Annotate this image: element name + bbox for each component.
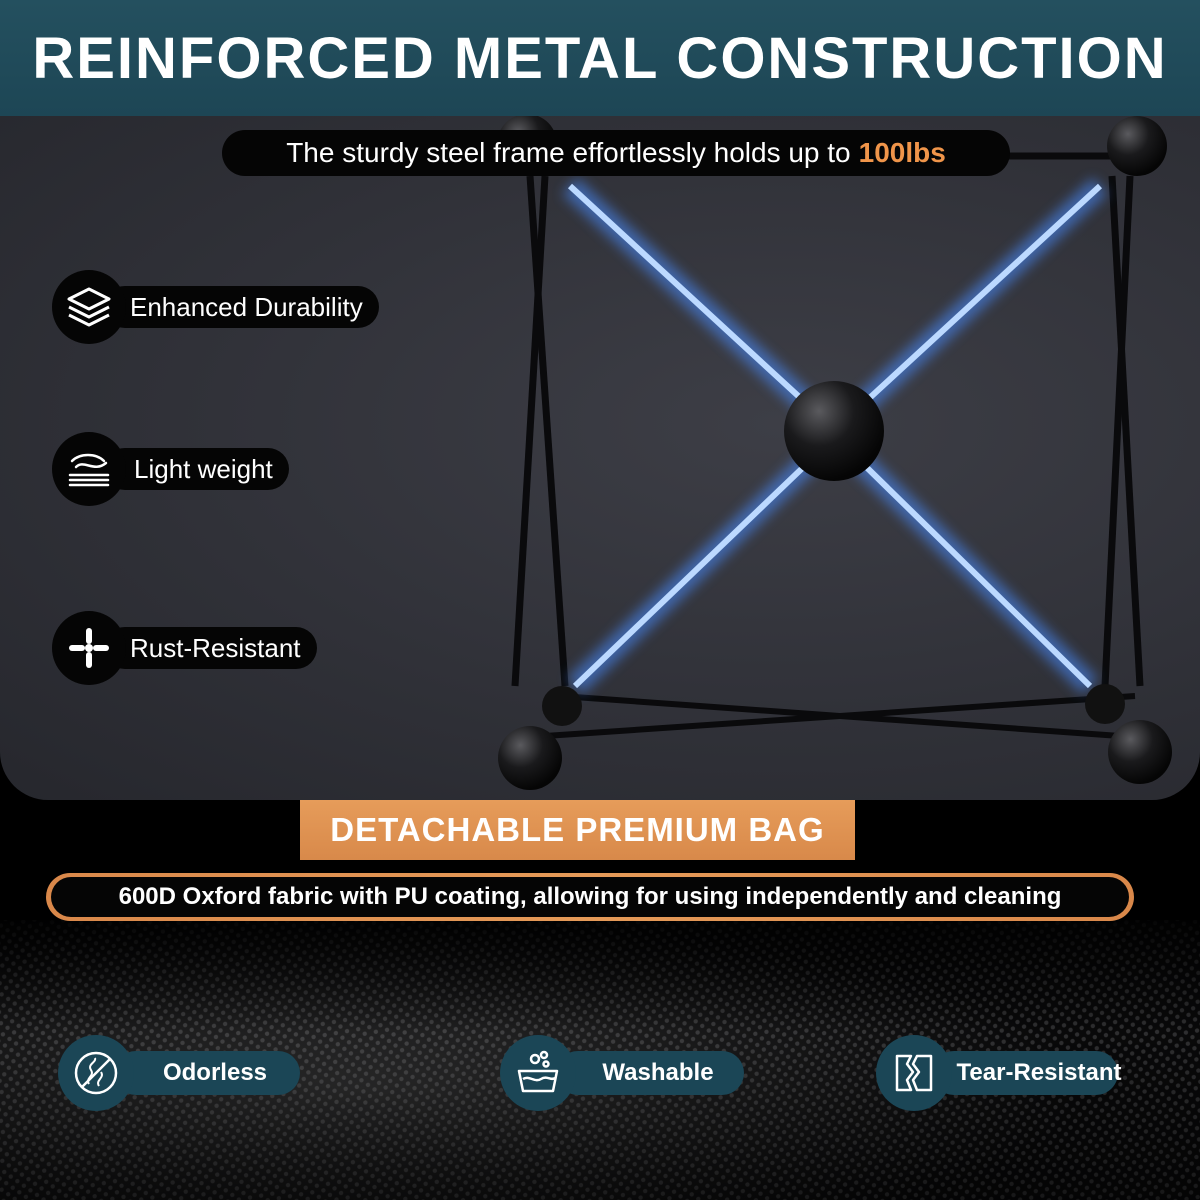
cross-joint-icon <box>52 611 126 685</box>
feature-label: Enhanced Durability <box>104 286 379 328</box>
torn-fabric-icon <box>876 1035 952 1111</box>
bag-feature-label: Tear-Resistant <box>932 1051 1121 1095</box>
page-title: REINFORCED METAL CONSTRUCTION <box>32 25 1168 91</box>
bag-feature-tear-resistant: Tear-Resistant <box>876 1035 1121 1111</box>
feature-enhanced-durability: Enhanced Durability <box>52 270 382 344</box>
bag-description-banner: 600D Oxford fabric with PU coating, allo… <box>46 873 1134 921</box>
feature-rust-resistant: Rust-Resistant <box>52 611 322 685</box>
bag-feature-odorless: Odorless <box>58 1035 300 1111</box>
feather-scale-icon <box>52 432 126 506</box>
header-banner: REINFORCED METAL CONSTRUCTION <box>0 0 1200 116</box>
steel-frame-illustration <box>497 116 1172 790</box>
load-capacity-text: The sturdy steel frame effortlessly hold… <box>286 137 851 168</box>
bag-description-text: 600D Oxford fabric with PU coating, allo… <box>51 877 1129 917</box>
load-capacity-value: 100lbs <box>858 137 946 168</box>
feature-label: Rust-Resistant <box>104 627 317 669</box>
no-odor-icon <box>58 1035 134 1111</box>
bag-feature-label: Washable <box>556 1051 744 1095</box>
layers-icon <box>52 270 126 344</box>
wash-basin-icon <box>500 1035 576 1111</box>
feature-label: Light weight <box>104 448 289 490</box>
feature-light-weight: Light weight <box>52 432 302 506</box>
bag-feature-washable: Washable <box>500 1035 744 1111</box>
bag-feature-label: Odorless <box>114 1051 300 1095</box>
load-capacity-banner: The sturdy steel frame effortlessly hold… <box>222 130 1010 176</box>
bag-section-title: DETACHABLE PREMIUM BAG <box>300 800 855 860</box>
